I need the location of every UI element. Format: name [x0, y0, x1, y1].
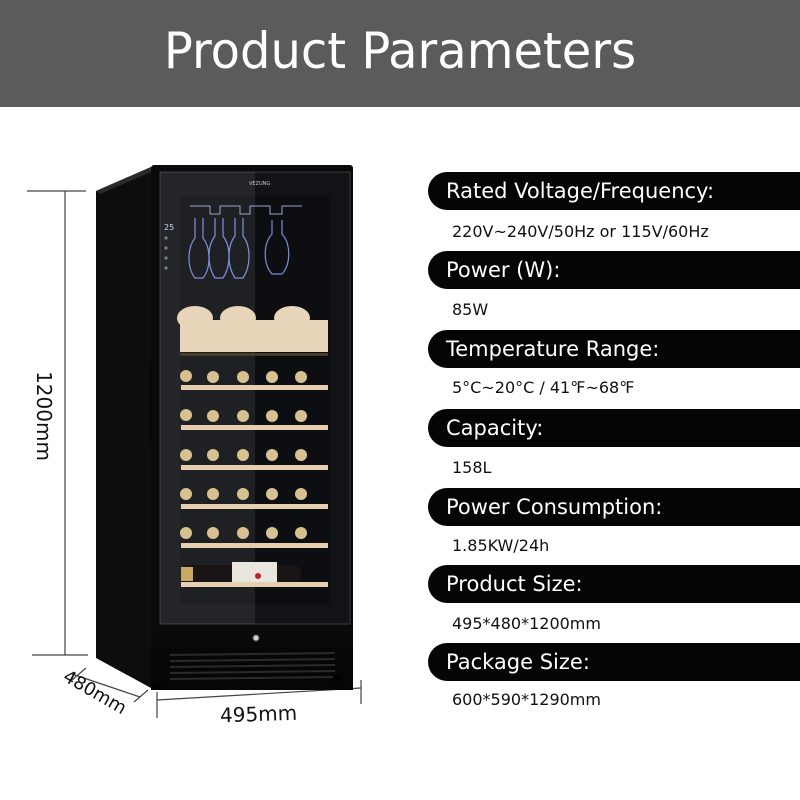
spec-value-rated-voltage: 220V~240V/50Hz or 115V/60Hz: [452, 222, 709, 241]
lock-icon: [252, 634, 260, 642]
spec-value-package-size: 600*590*1290mm: [452, 690, 601, 709]
page-title: Product Parameters: [163, 21, 637, 80]
spec-label-capacity: Capacity:: [428, 409, 800, 447]
wine-cooler-image: 25 VEZUNG: [27, 165, 362, 718]
spec-value-temperature-range: 5°C~20°C / 41℉~68℉: [452, 378, 635, 397]
brand-logo: VEZUNG: [249, 181, 270, 187]
spec-label-rated-voltage: Rated Voltage/Frequency:: [428, 172, 800, 210]
header-banner: Product Parameters: [0, 0, 800, 107]
width-dimension-label: 495mm: [219, 700, 298, 728]
spec-label-product-size: Product Size:: [428, 565, 800, 603]
spec-value-power-consumption: 1.85KW/24h: [452, 536, 550, 555]
product-illustration: 25 VEZUNG 1200mm 480mm 495mm: [27, 165, 362, 728]
height-dimension-label: 1200mm: [32, 371, 56, 461]
height-dimension-line: [27, 190, 88, 656]
spec-label-power-consumption: Power Consumption:: [428, 488, 800, 526]
spec-value-capacity: 158L: [452, 458, 492, 477]
depth-dimension-line: [71, 667, 149, 703]
spec-value-power: 85W: [452, 300, 489, 319]
wine-shelves: [180, 370, 328, 587]
spec-label-power: Power (W):: [428, 251, 800, 289]
spec-label-temperature-range: Temperature Range:: [428, 330, 800, 368]
temperature-display: 25: [164, 223, 174, 232]
spec-value-product-size: 495*480*1200mm: [452, 614, 601, 633]
spec-label-package-size: Package Size:: [428, 643, 800, 681]
